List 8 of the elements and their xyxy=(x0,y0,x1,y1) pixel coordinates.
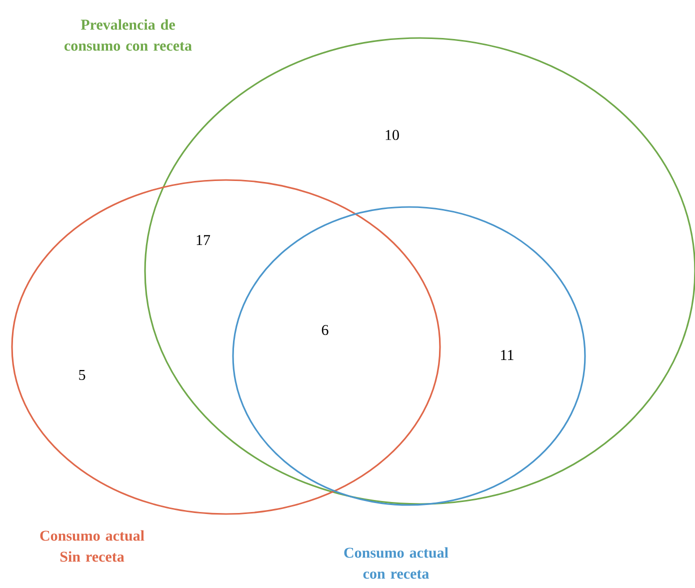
set-label: Prevalencia de consumo con receta xyxy=(64,19,192,51)
region-count: 11 xyxy=(501,350,514,360)
set-label: Consumo actual Sin receta xyxy=(40,530,144,562)
region-count: 10 xyxy=(386,130,399,140)
region-count: 6 xyxy=(322,324,328,336)
region-count: 5 xyxy=(79,370,86,380)
set-label: Consumo actual con receta xyxy=(344,547,448,579)
region-count: 17 xyxy=(196,235,210,245)
